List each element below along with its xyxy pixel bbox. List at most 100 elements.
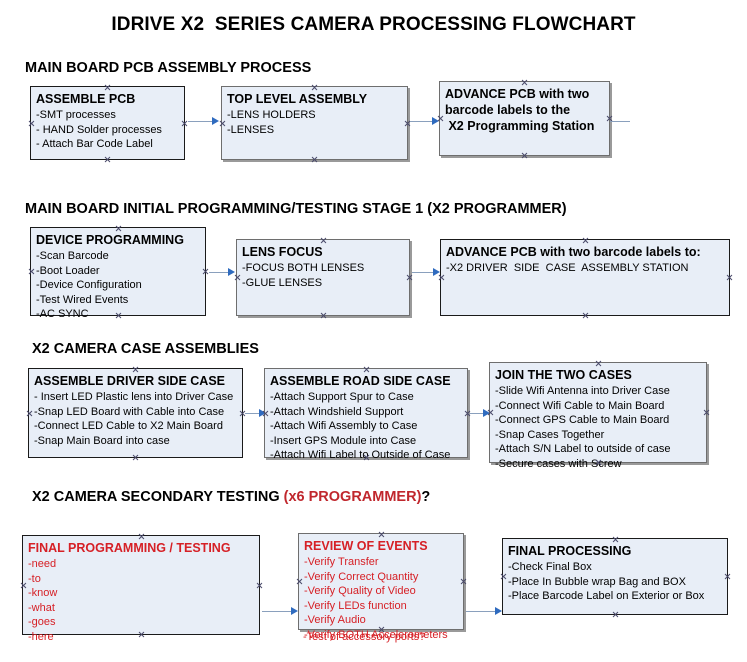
- connection-handle-top[interactable]: [612, 536, 619, 543]
- connection-handle-bottom[interactable]: [104, 156, 111, 163]
- connector-device-programming-to-lens-focus: [209, 272, 231, 273]
- section-heading-x2-camera-secondary-testing: X2 CAMERA SECONDARY TESTING (x6 PROGRAMM…: [32, 489, 430, 505]
- node-line: -Verify Audio: [304, 614, 366, 626]
- connection-handle-bottom[interactable]: [595, 459, 602, 466]
- node-line: - Attach Bar Code Label: [36, 138, 153, 150]
- connection-handle-bottom[interactable]: [582, 312, 589, 319]
- node-title: FINAL PROCESSING: [508, 544, 632, 558]
- node-assemble-road-side-case[interactable]: ASSEMBLE ROAD SIDE CASE -Attach Support …: [262, 366, 468, 461]
- connection-handle-bottom[interactable]: [612, 611, 619, 618]
- connection-handle-top[interactable]: [132, 366, 139, 373]
- node-top-level-assembly[interactable]: TOP LEVEL ASSEMBLY -LENS HOLDERS -LENSES: [221, 86, 408, 160]
- node-title: ASSEMBLE ROAD SIDE CASE: [270, 374, 451, 388]
- connection-handle-top[interactable]: [363, 366, 370, 373]
- connection-handle-top[interactable]: [115, 225, 122, 232]
- node-body: -SMT processes - HAND Solder processes -…: [36, 108, 180, 152]
- connection-handle-left[interactable]: [26, 410, 33, 417]
- node-line: -SMT processes: [36, 109, 116, 121]
- connection-handle-left[interactable]: [500, 573, 507, 580]
- section-heading-x2-camera-case-assemblies: X2 CAMERA CASE ASSEMBLIES: [32, 341, 259, 357]
- connection-handle-left[interactable]: [28, 268, 35, 275]
- node-join-the-two-cases[interactable]: JOIN THE TWO CASES -Slide Wifi Antenna i…: [487, 360, 710, 470]
- connection-handle-left[interactable]: [20, 582, 27, 589]
- node-line: -Connect Wifi Cable to Main Board: [495, 399, 665, 412]
- connection-handle-bottom[interactable]: [378, 626, 385, 633]
- node-line: -what: [28, 601, 55, 614]
- connection-handle-left[interactable]: [296, 578, 303, 585]
- connection-handle-right[interactable]: [703, 409, 710, 416]
- node-advance-pcb-to-driver-side-case-station[interactable]: ADVANCE PCB with two barcode labels to: …: [440, 239, 730, 316]
- node-line: -Place In Bubble wrap Bag and BOX: [508, 575, 686, 588]
- node-title: JOIN THE TWO CASES: [495, 368, 632, 382]
- node-body: -Check Final Box -Place In Bubble wrap B…: [508, 560, 723, 604]
- connection-handle-top[interactable]: [378, 531, 385, 538]
- node-line: -to: [28, 572, 41, 585]
- node-body: -LENS HOLDERS -LENSES: [227, 108, 403, 137]
- connection-handle-bottom[interactable]: [363, 454, 370, 461]
- node-final-processing[interactable]: FINAL PROCESSING -Check Final Box -Place…: [502, 538, 728, 615]
- connection-handle-top[interactable]: [521, 79, 528, 86]
- node-line: -Snap Cases Together: [495, 428, 605, 441]
- node-title: LENS FOCUS: [242, 245, 323, 259]
- arrowhead-icon: [433, 268, 440, 276]
- connector-driver-side-to-road-side: [245, 413, 262, 414]
- node-line-overflow: -Test of accessory ports?: [303, 631, 426, 643]
- connector-stub-right-row1: [610, 121, 630, 122]
- connection-handle-top[interactable]: [311, 84, 318, 91]
- connection-handle-left[interactable]: [262, 410, 269, 417]
- node-line: -Insert GPS Module into Case: [270, 434, 417, 447]
- node-body: -Scan Barcode -Boot Loader -Device Confi…: [36, 249, 201, 322]
- node-advance-pcb-to-programming-station[interactable]: ADVANCE PCB with two barcode labels to t…: [439, 81, 610, 156]
- connection-handle-left[interactable]: [28, 120, 35, 127]
- connection-handle-bottom[interactable]: [138, 631, 145, 638]
- section-heading-main-board-pcb-assembly-process: MAIN BOARD PCB ASSEMBLY PROCESS: [25, 60, 312, 76]
- node-line: -Place Barcode Label on Exterior or Box: [508, 590, 705, 602]
- connector-final-programming-to-review-of-events: [262, 611, 293, 612]
- node-line: -Verify Correct Quantity: [304, 570, 419, 583]
- section-heading-main-text: X2 CAMERA SECONDARY TESTING: [32, 489, 284, 505]
- node-line: -Attach S/N Label to outside of case: [495, 443, 671, 455]
- connection-handle-right[interactable]: [202, 268, 209, 275]
- connection-handle-top[interactable]: [104, 84, 111, 91]
- connection-handle-top[interactable]: [138, 533, 145, 540]
- connector-assemble-pcb-to-top-level-assembly: [188, 121, 214, 122]
- node-line: -Snap LED Board with Cable into Case: [34, 405, 225, 418]
- node-assemble-pcb[interactable]: ASSEMBLE PCB -SMT processes - HAND Solde…: [30, 86, 185, 160]
- connection-handle-left[interactable]: [487, 409, 494, 416]
- connection-handle-bottom[interactable]: [115, 312, 122, 319]
- node-final-programming-testing[interactable]: FINAL PROGRAMMING / TESTING -need -to -k…: [20, 533, 263, 643]
- node-title: DEVICE PROGRAMMING: [36, 233, 184, 247]
- connection-handle-right[interactable]: [406, 274, 413, 281]
- node-title: TOP LEVEL ASSEMBLY: [227, 92, 368, 106]
- connector-lens-focus-to-advance-pcb-driver-side: [412, 272, 436, 273]
- connection-handle-bottom[interactable]: [320, 312, 327, 319]
- node-line: -Scan Barcode: [36, 250, 109, 262]
- node-line: - Insert LED Plastic lens into Driver Ca…: [34, 391, 234, 403]
- node-review-of-events[interactable]: REVIEW OF EVENTS -Verify Transfer -Verif…: [296, 531, 467, 643]
- node-assemble-driver-side-case[interactable]: ASSEMBLE DRIVER SIDE CASE - Insert LED P…: [28, 368, 243, 458]
- connection-handle-bottom[interactable]: [521, 152, 528, 159]
- connection-handle-right[interactable]: [726, 274, 733, 281]
- connection-handle-top[interactable]: [320, 237, 327, 244]
- connection-handle-right[interactable]: [181, 120, 188, 127]
- connection-handle-right[interactable]: [460, 578, 467, 585]
- node-line: -Snap Main Board into case: [34, 434, 170, 447]
- connection-handle-left[interactable]: [438, 274, 445, 281]
- connection-handle-top[interactable]: [595, 360, 602, 367]
- section-heading-accent-text: (x6 PROGRAMMER): [283, 489, 422, 505]
- connection-handle-left[interactable]: [437, 115, 444, 122]
- connection-handle-left[interactable]: [234, 274, 241, 281]
- node-body: barcode labels to the X2 Programming Sta…: [445, 103, 605, 134]
- connection-handle-bottom[interactable]: [311, 156, 318, 163]
- connection-handle-right[interactable]: [256, 582, 263, 589]
- connection-handle-left[interactable]: [219, 120, 226, 127]
- node-body: -Slide Wifi Antenna into Driver Case -Co…: [495, 384, 702, 471]
- node-line: -goes: [28, 616, 56, 628]
- connection-handle-top[interactable]: [582, 237, 589, 244]
- node-lens-focus[interactable]: LENS FOCUS -FOCUS BOTH LENSES -GLUE LENS…: [236, 239, 410, 316]
- connection-handle-bottom[interactable]: [132, 454, 139, 461]
- node-device-programming[interactable]: DEVICE PROGRAMMING -Scan Barcode -Boot L…: [28, 225, 209, 320]
- section-heading-tail-text: ?: [421, 489, 431, 505]
- connection-handle-right[interactable]: [724, 573, 731, 580]
